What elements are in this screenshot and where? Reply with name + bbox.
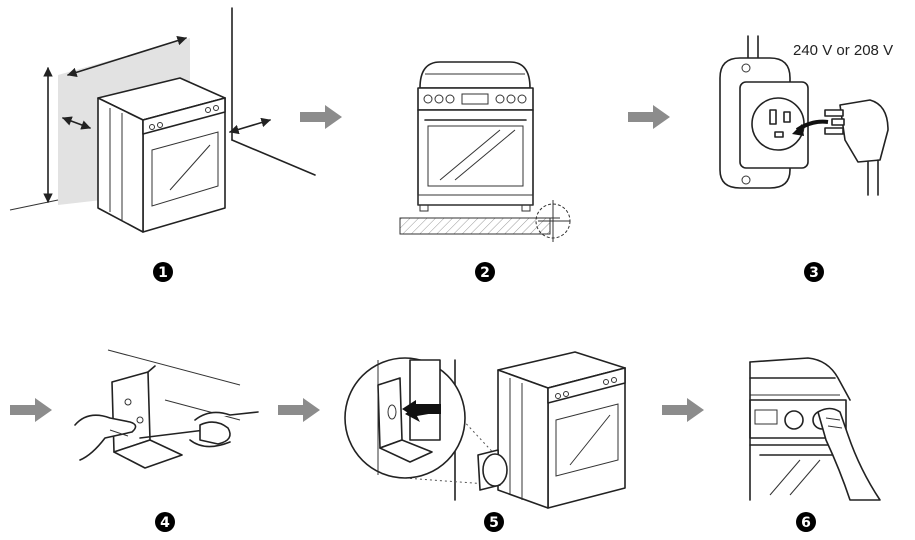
step-badge-5: 5 xyxy=(484,512,504,532)
svg-text:5: 5 xyxy=(489,515,499,531)
svg-text:6: 6 xyxy=(801,515,811,531)
step-6-illustration xyxy=(749,357,881,501)
step-arrow-icon xyxy=(628,105,670,129)
svg-text:2: 2 xyxy=(480,265,490,281)
step-badge-4: 4 xyxy=(155,512,175,532)
step-1-illustration xyxy=(9,7,316,233)
step-4-illustration xyxy=(74,349,259,469)
svg-text:4: 4 xyxy=(160,515,170,531)
step-badge-3: 3 xyxy=(804,262,824,282)
step-arrow-icon xyxy=(300,105,342,129)
voltage-label: 240 V or 208 V xyxy=(793,42,893,59)
svg-text:3: 3 xyxy=(809,265,819,281)
step-5-illustration xyxy=(344,351,626,509)
step-badge-1: 1 xyxy=(153,262,173,282)
step-3-illustration: 240 V or 208 V xyxy=(719,35,893,196)
step-badge-2: 2 xyxy=(475,262,495,282)
turn-knob-test-icon xyxy=(749,357,881,501)
step-arrow-icon xyxy=(662,398,704,422)
step-arrow-icon xyxy=(278,398,320,422)
range-leveling-icon xyxy=(417,61,534,212)
range-clearance-measure-icon xyxy=(97,77,226,233)
svg-text:1: 1 xyxy=(158,265,168,281)
step-arrow-icon xyxy=(10,398,52,422)
power-outlet-plug-icon xyxy=(719,35,889,196)
step-badge-6: 6 xyxy=(796,512,816,532)
step-2-illustration xyxy=(399,61,571,242)
slide-range-into-bracket-icon xyxy=(344,357,466,479)
anti-tip-bracket-install-icon xyxy=(74,365,259,469)
